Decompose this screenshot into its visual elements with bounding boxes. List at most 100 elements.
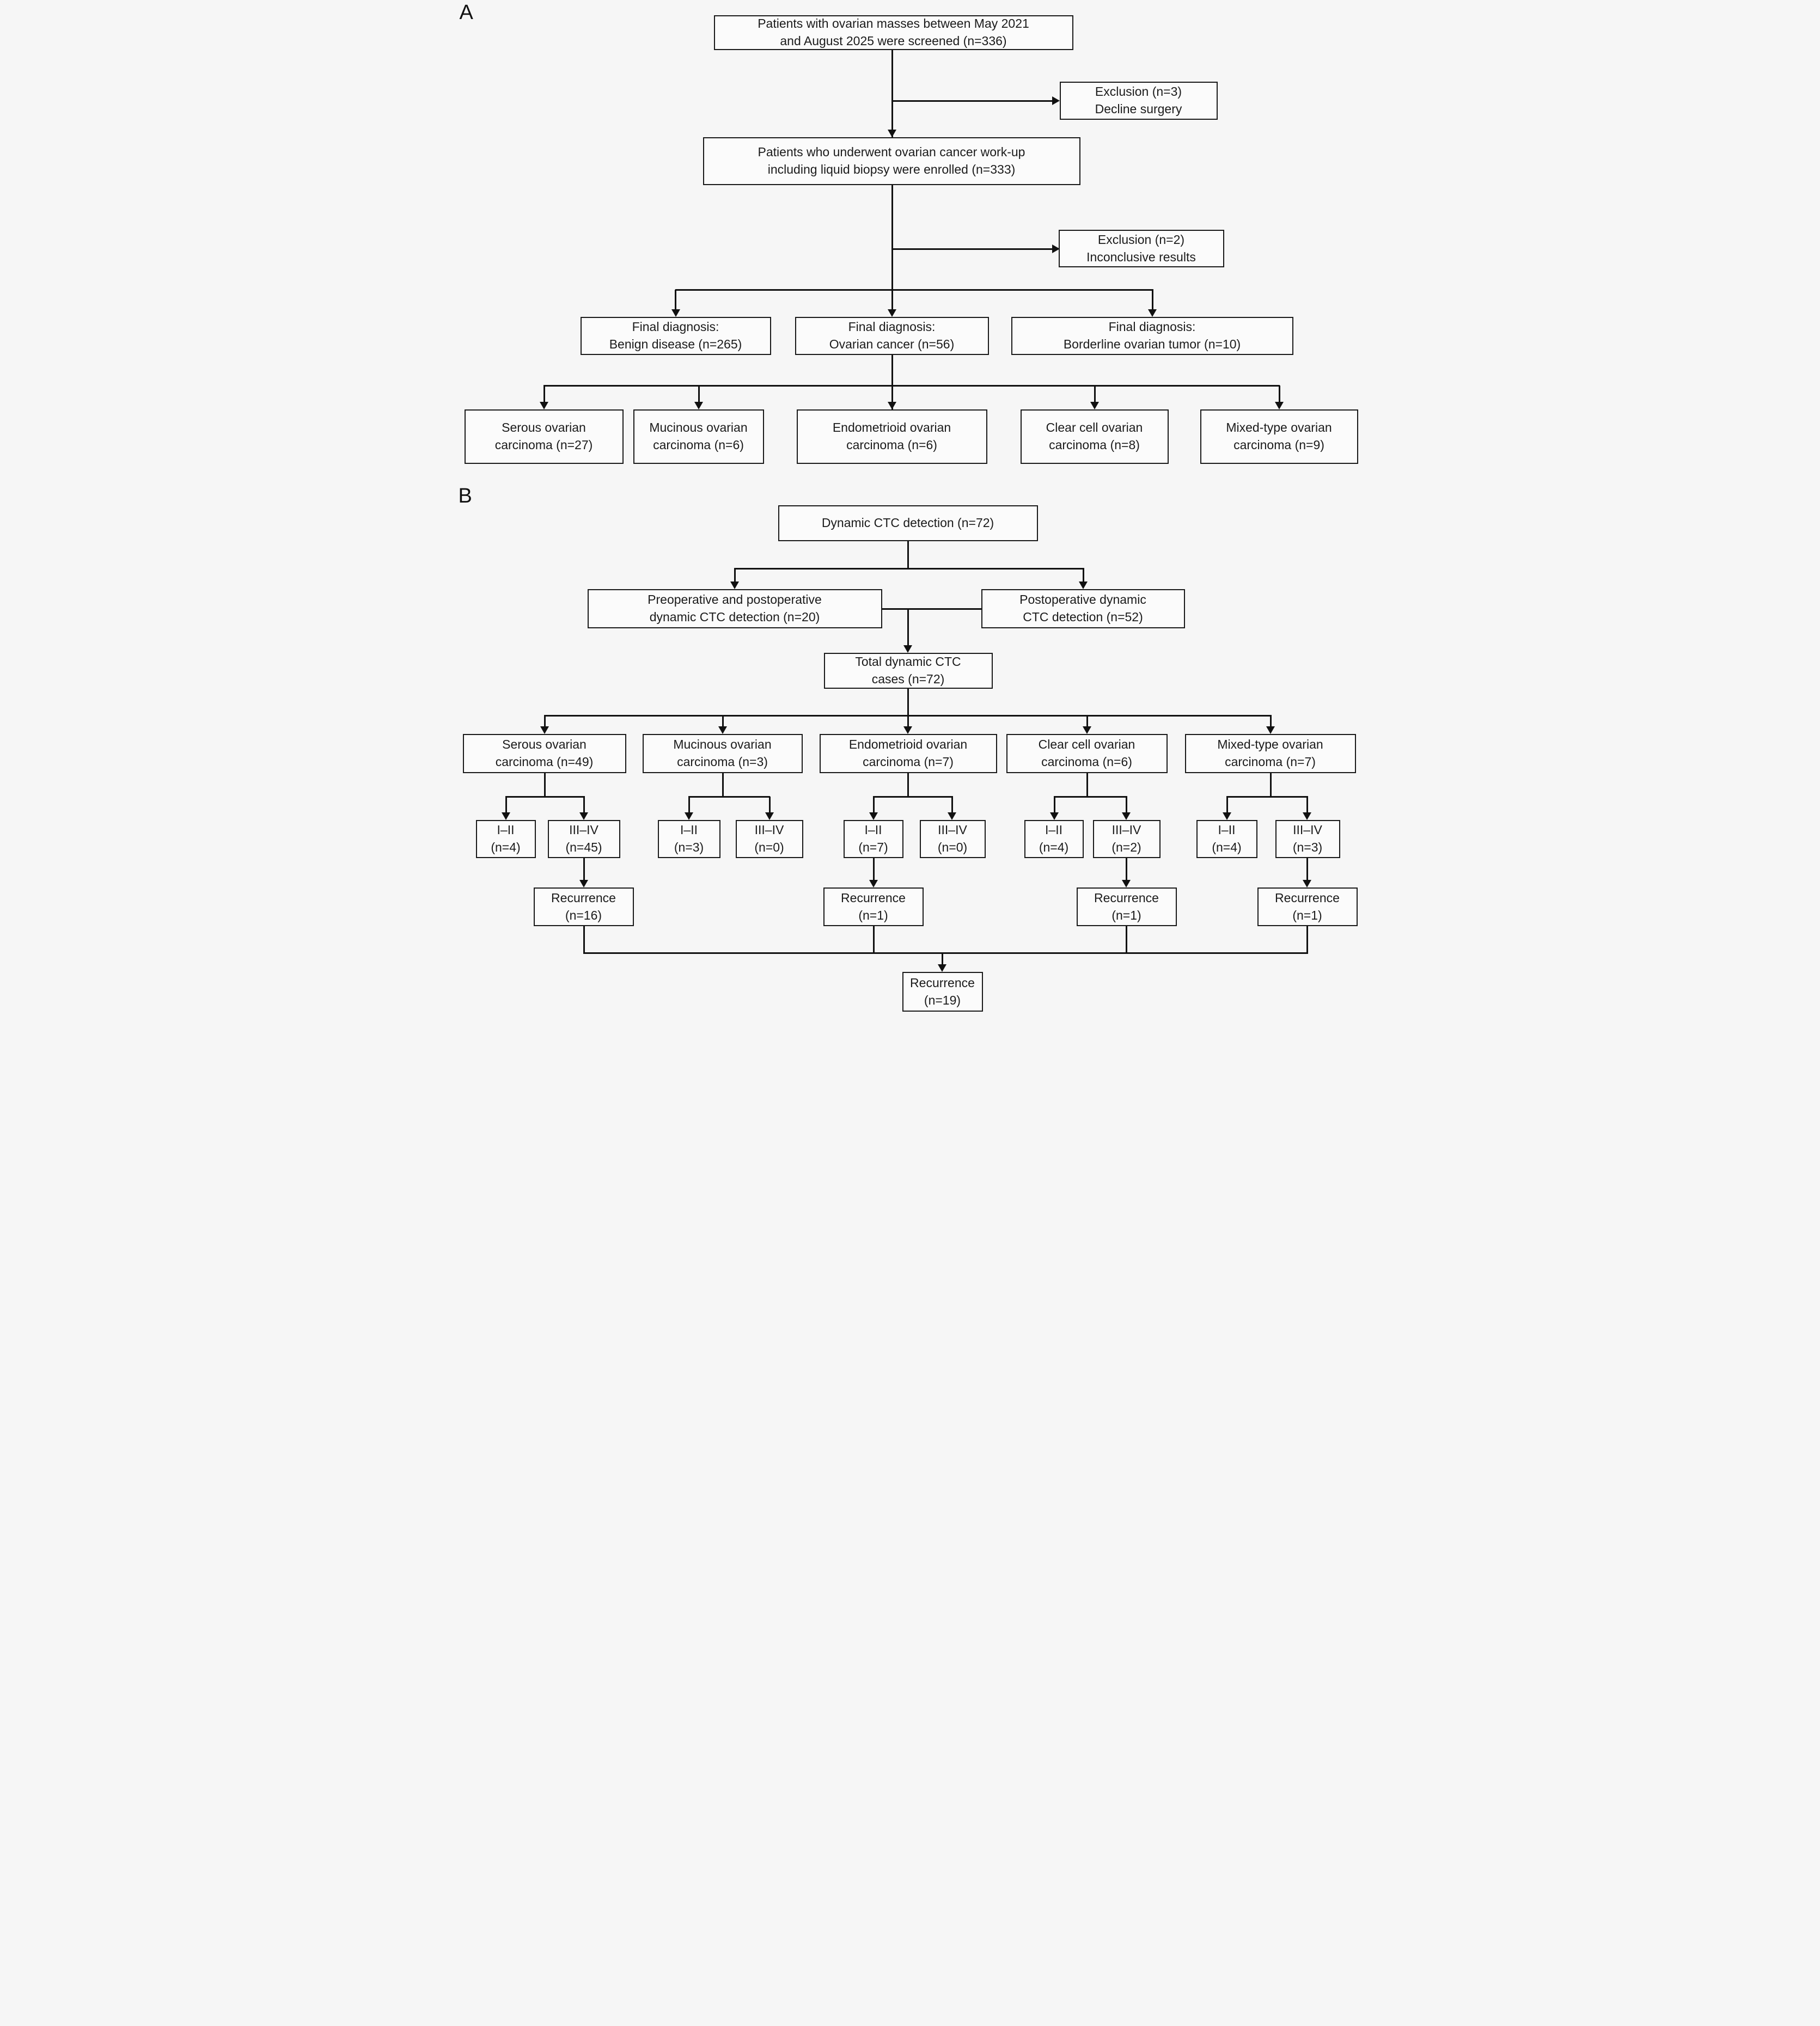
box-mixed-type-stage-3-4: III–IV (n=3) [1275, 820, 1340, 858]
box-mucinous-stage-1-2: I–II (n=3) [657, 820, 720, 858]
flow-line [891, 248, 1055, 250]
box-clear-cell-recurrence: Recurrence (n=1) [1076, 887, 1177, 926]
arrow-down-icon [1302, 812, 1311, 820]
box-serous-stage-3-4: III–IV (n=45) [547, 820, 620, 858]
flow-line [675, 289, 1153, 291]
box-enrolled: Patients who underwent ovarian cancer wo… [703, 137, 1080, 185]
arrow-down-icon [579, 880, 588, 887]
arrow-down-icon [694, 402, 703, 409]
box-clear-cell-stage-3-4: III–IV (n=2) [1092, 820, 1161, 858]
box-final-dx-benign: Final diagnosis: Benign disease (n=265) [580, 317, 771, 355]
flow-line [1306, 858, 1308, 880]
arrow-down-icon [887, 130, 896, 137]
flow-line [543, 715, 546, 726]
box-endometrioid-stage-3-4: III–IV (n=0) [919, 820, 986, 858]
flow-line [907, 773, 909, 797]
box-mixed-type-recurrence: Recurrence (n=1) [1257, 887, 1358, 926]
flow-line [1306, 797, 1308, 812]
arrow-down-icon [684, 812, 693, 820]
flow-line [543, 385, 1280, 387]
arrow-down-icon [540, 726, 549, 734]
flow-line [1306, 926, 1308, 953]
box-clear-cell-a: Clear cell ovarian carcinoma (n=8) [1020, 409, 1169, 464]
flow-line [907, 541, 909, 568]
flow-line [872, 926, 875, 953]
flow-line [1125, 926, 1127, 953]
flow-line [543, 773, 546, 797]
arrow-down-icon [1121, 880, 1131, 887]
flow-line [698, 385, 700, 402]
box-mixed-type-b: Mixed-type ovarian carcinoma (n=7) [1184, 734, 1356, 773]
flow-line [1226, 796, 1308, 798]
flow-line [951, 797, 953, 812]
flow-line [734, 568, 736, 582]
flow-line [907, 715, 909, 726]
box-endometrioid-stage-1-2: I–II (n=7) [843, 820, 903, 858]
flow-line [1094, 385, 1096, 402]
panel-b-label: B [458, 485, 472, 507]
box-serous-recurrence: Recurrence (n=16) [533, 887, 634, 926]
flow-line [872, 858, 875, 880]
box-post-ctc: Postoperative dynamic CTC detection (n=5… [981, 589, 1185, 628]
box-mucinous-stage-3-4: III–IV (n=0) [735, 820, 803, 858]
arrow-down-icon [1090, 402, 1099, 409]
box-exclusion-decline-surgery: Exclusion (n=3) Decline surgery [1059, 82, 1218, 120]
arrow-down-icon [937, 964, 946, 972]
arrow-down-icon [1049, 812, 1059, 820]
arrow-down-icon [1222, 812, 1231, 820]
box-endometrioid-recurrence: Recurrence (n=1) [823, 887, 924, 926]
box-total-recurrence: Recurrence (n=19) [902, 972, 983, 1012]
flow-line [1125, 797, 1127, 812]
arrow-down-icon [1266, 726, 1275, 734]
flow-line [1269, 773, 1272, 797]
arrow-down-icon [730, 582, 739, 589]
flow-line [891, 185, 893, 309]
flow-line [688, 796, 770, 798]
box-final-dx-borderline: Final diagnosis: Borderline ovarian tumo… [1011, 317, 1293, 355]
arrow-down-icon [501, 812, 510, 820]
flow-line [722, 715, 724, 726]
flow-line [1226, 797, 1228, 812]
flow-line [1086, 773, 1088, 797]
flow-line [891, 100, 1055, 102]
box-serous-b: Serous ovarian carcinoma (n=49) [462, 734, 626, 773]
box-endometrioid-a: Endometrioid ovarian carcinoma (n=6) [796, 409, 987, 464]
flow-line [872, 797, 875, 812]
arrow-down-icon [903, 645, 912, 653]
flow-line [1269, 715, 1272, 726]
arrow-down-icon [869, 812, 878, 820]
flow-line [734, 568, 1084, 570]
box-total-ctc: Total dynamic CTC cases (n=72) [823, 653, 993, 689]
flow-line [1151, 290, 1153, 309]
arrow-down-icon [887, 309, 896, 317]
box-mixed-type-stage-1-2: I–II (n=4) [1196, 820, 1257, 858]
flow-line [505, 797, 507, 812]
box-clear-cell-b: Clear cell ovarian carcinoma (n=6) [1006, 734, 1168, 773]
box-serous-stage-1-2: I–II (n=4) [475, 820, 536, 858]
arrow-down-icon [903, 726, 912, 734]
flow-line [1125, 858, 1127, 880]
arrow-right-icon [1052, 96, 1060, 105]
box-serous-a: Serous ovarian carcinoma (n=27) [464, 409, 624, 464]
flow-line [583, 858, 585, 880]
flow-line [907, 608, 909, 645]
arrow-down-icon [1082, 726, 1091, 734]
flow-line [891, 50, 893, 137]
box-mucinous-b: Mucinous ovarian carcinoma (n=3) [642, 734, 803, 773]
arrow-down-icon [1121, 812, 1131, 820]
box-mixed-type-a: Mixed-type ovarian carcinoma (n=9) [1200, 409, 1358, 464]
arrow-down-icon [869, 880, 878, 887]
flow-line [1278, 385, 1280, 402]
flow-line [505, 796, 585, 798]
arrow-down-icon [1274, 402, 1284, 409]
arrow-down-icon [539, 402, 548, 409]
flow-line [882, 608, 981, 610]
arrow-down-icon [887, 402, 896, 409]
flow-line [583, 952, 1308, 954]
box-pre-post-ctc: Preoperative and postoperative dynamic C… [587, 589, 882, 628]
arrow-down-icon [947, 812, 956, 820]
arrow-right-icon [1052, 244, 1060, 253]
flow-line [688, 797, 690, 812]
flow-line [891, 355, 893, 409]
box-final-dx-ovarian-cancer: Final diagnosis: Ovarian cancer (n=56) [795, 317, 989, 355]
